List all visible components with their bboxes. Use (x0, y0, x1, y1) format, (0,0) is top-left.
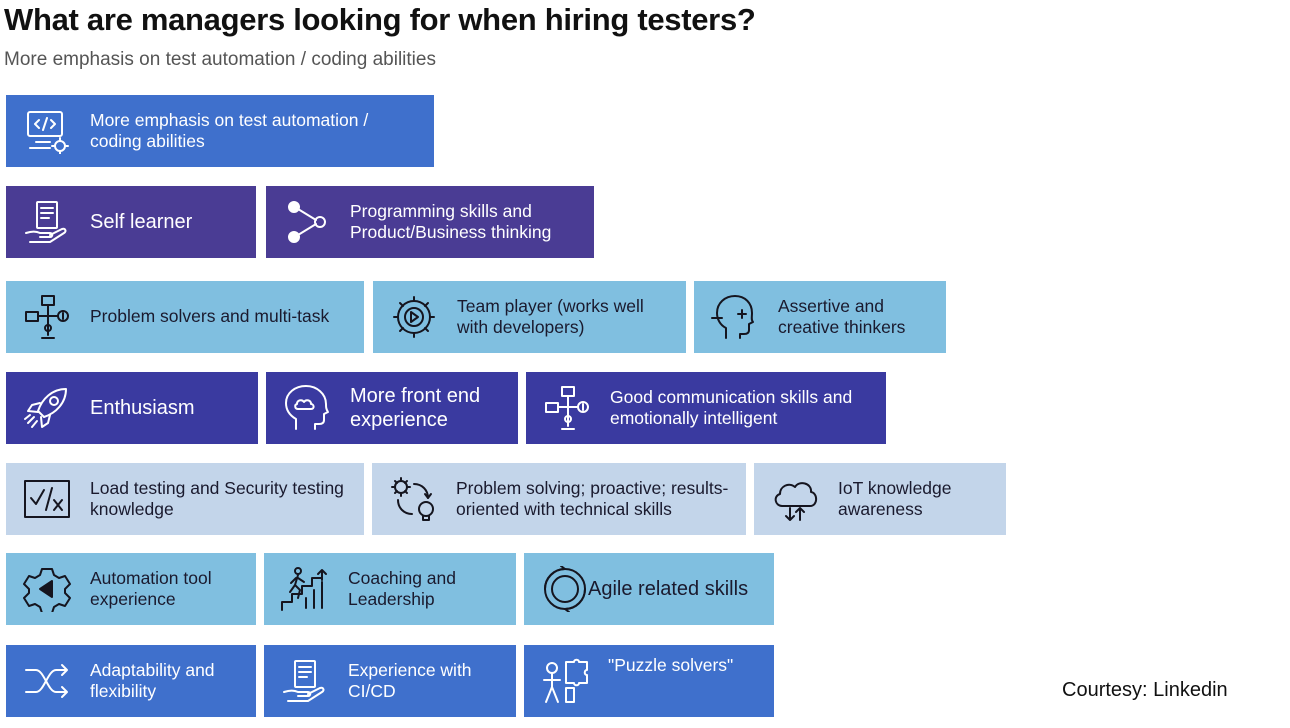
shuffle-arrows-icon (18, 656, 76, 706)
gear-play-icon (385, 292, 443, 342)
share-nodes-icon (278, 197, 336, 247)
tile-automation-tool: Automation tool experience (6, 553, 256, 625)
courtesy-credit: Courtesy: Linkedin (1062, 679, 1228, 701)
tile-label: More front end experience (350, 384, 481, 431)
tile-cicd: Experience with CI/CD (264, 645, 516, 717)
tile-enthusiasm: Enthusiasm (6, 372, 258, 444)
tile-label: Agile related skills (588, 577, 749, 600)
head-plus-icon (706, 292, 764, 342)
tile-label: Load testing and Security testing knowle… (90, 477, 344, 519)
tile-label: "Puzzle solvers" (608, 655, 734, 675)
tile-label: Coaching and Leadership (348, 567, 456, 609)
rocket-icon (18, 383, 76, 433)
tile-load-testing: Load testing and Security testing knowle… (6, 463, 364, 535)
tile-label: Problem solving; proactive; results-orie… (456, 477, 729, 519)
page-title: What are managers looking for when hirin… (4, 2, 756, 37)
tile-communication-skills: Good communication skills and emotionall… (526, 372, 886, 444)
tile-team-player: Team player (works well with developers) (373, 281, 686, 353)
puzzle-person-icon (536, 656, 594, 706)
tile-label: Programming skills and Product/Business … (350, 200, 552, 242)
tile-test-automation: More emphasis on test automation / codin… (6, 95, 434, 167)
tile-label: Experience with CI/CD (348, 659, 472, 701)
tile-self-learner: Self learner (6, 186, 256, 258)
tile-problem-solving-proactive: Problem solving; proactive; results-orie… (372, 463, 746, 535)
tile-label: IoT knowledge awareness (838, 477, 952, 519)
tile-puzzle-solvers: "Puzzle solvers" (524, 645, 774, 717)
tile-label: Self learner (90, 210, 193, 233)
gear-bulb-icon (384, 474, 442, 524)
tile-label: Good communication skills and emotionall… (610, 386, 853, 428)
tile-label: More emphasis on test automation / codin… (90, 109, 369, 151)
book-hand-icon (18, 197, 76, 247)
tile-label: Automation tool experience (90, 567, 212, 609)
book-hand-icon (276, 656, 334, 706)
tile-label: Team player (works well with developers) (457, 295, 644, 337)
checkbox-x-icon (18, 474, 76, 524)
network-tasks-icon (18, 292, 76, 342)
network-tasks-icon (538, 383, 596, 433)
cycle-icon (536, 564, 594, 614)
tile-problem-solvers: Problem solvers and multi-task (6, 281, 364, 353)
page-subtitle: More emphasis on test automation / codin… (4, 49, 436, 70)
tile-label: Assertive and creative thinkers (778, 295, 906, 337)
tile-label: Enthusiasm (90, 396, 195, 419)
code-monitor-icon (18, 106, 76, 156)
tile-label: Adaptability and flexibility (90, 659, 215, 701)
tile-label: Problem solvers and multi-task (90, 306, 330, 327)
stairs-climber-icon (276, 564, 334, 614)
tile-front-end: More front end experience (266, 372, 518, 444)
gear-arrow-icon (18, 564, 76, 614)
tile-agile-skills: Agile related skills (524, 553, 774, 625)
head-cloud-icon (278, 383, 336, 433)
tile-coaching: Coaching and Leadership (264, 553, 516, 625)
tile-adaptability: Adaptability and flexibility (6, 645, 256, 717)
cloud-arrows-icon (766, 474, 824, 524)
tile-iot-knowledge: IoT knowledge awareness (754, 463, 1006, 535)
tile-assertive-thinkers: Assertive and creative thinkers (694, 281, 946, 353)
tile-programming-skills: Programming skills and Product/Business … (266, 186, 594, 258)
